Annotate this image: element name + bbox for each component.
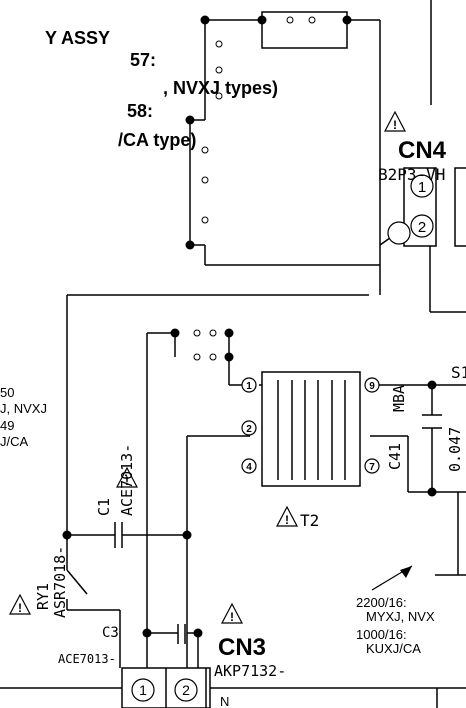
warning-mark: !	[393, 118, 397, 132]
cn3-title: CN3	[218, 634, 266, 661]
warning-mark: !	[230, 610, 234, 624]
s1-label: S1	[451, 363, 466, 382]
t2-pin-9: 9	[369, 381, 375, 392]
warning-icon	[221, 602, 243, 624]
warning-mark: !	[18, 601, 22, 615]
cn3-part: AKP7132-	[214, 662, 286, 680]
warning-icon	[384, 110, 406, 132]
cn4-part: B2P3-VH	[378, 165, 445, 184]
left-note-3: 49	[0, 418, 14, 433]
t2-pin-1: 1	[246, 381, 252, 392]
right-note-3: 1000/16:	[356, 627, 407, 642]
contact-box	[261, 11, 348, 49]
ry1-part: ASR7018-	[51, 546, 69, 618]
right-note-4: KUXJ/CA	[366, 641, 421, 656]
warning-icon	[276, 505, 298, 527]
c41-label: C41	[386, 443, 404, 470]
cn3-pin-1: 1	[139, 682, 147, 698]
t2-pin-7: 7	[369, 462, 375, 473]
left-note-2: J, NVXJ	[0, 401, 47, 416]
warning-mark: !	[125, 474, 129, 488]
c1-label: C1	[95, 498, 113, 516]
assy-line-3: , NVXJ types)	[163, 78, 278, 98]
warning-icon	[9, 593, 31, 615]
c3-label: C3	[102, 625, 119, 641]
warning-mark: !	[285, 513, 289, 527]
ry1-label: RY1	[34, 583, 52, 610]
cn4-pin-2: 2	[418, 219, 426, 236]
c41-value: 0.047	[446, 427, 464, 472]
cn4-title: CN4	[398, 137, 447, 164]
left-note-1: 50	[0, 385, 14, 400]
c1-part: ACE7013-	[118, 444, 136, 516]
cn3-pin-2: 2	[182, 682, 190, 698]
assy-line-2: 57:	[130, 50, 156, 70]
warning-icon	[116, 466, 138, 488]
left-note-4: J/CA	[0, 434, 29, 449]
bottom-label: N	[220, 694, 229, 708]
c41-type: MBA	[390, 385, 408, 412]
t2-label: T2	[300, 511, 319, 530]
assy-line-5: /CA type)	[118, 130, 196, 150]
right-note-1: 2200/16:	[356, 595, 407, 610]
t2-pin-4: 4	[246, 462, 252, 473]
t2-pin-2: 2	[246, 424, 252, 435]
assy-line-4: 58:	[127, 101, 153, 121]
transformer-t2	[261, 371, 361, 487]
right-note-2: MYXJ, NVX	[366, 609, 435, 624]
c3-part: ACE7013-	[58, 652, 116, 666]
arrow-icon	[400, 566, 412, 578]
cn4-connector-body	[403, 167, 437, 247]
assy-line-1: Y ASSY	[45, 28, 110, 48]
cn4-pin-1: 1	[418, 179, 426, 196]
